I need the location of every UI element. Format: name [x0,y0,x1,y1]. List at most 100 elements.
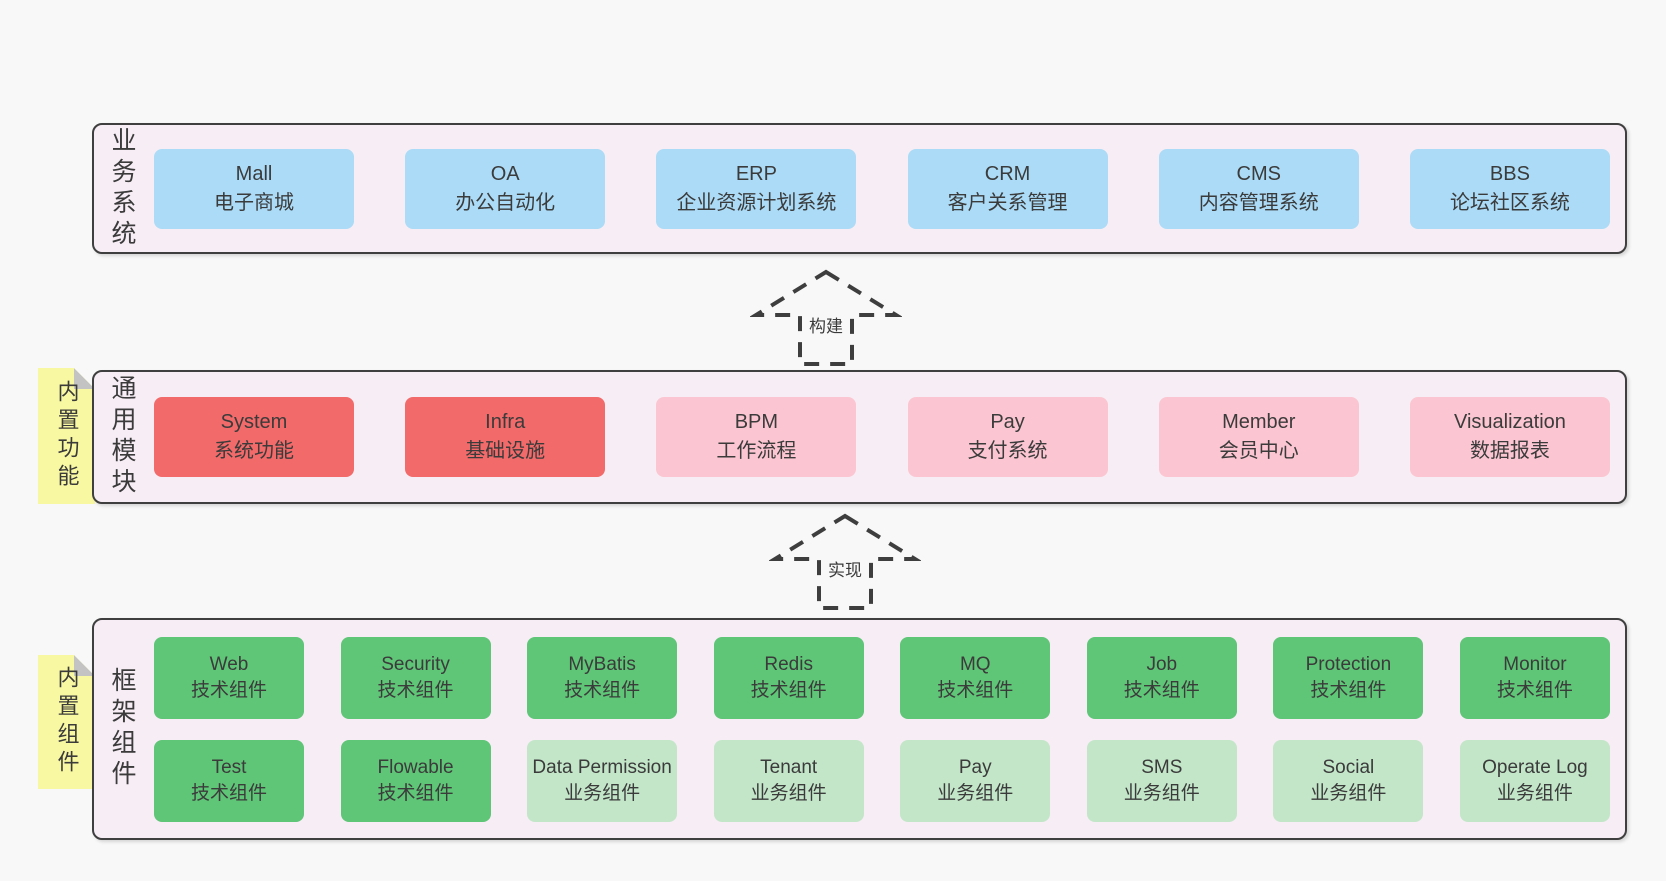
box-job: Job 技术组件 [1086,636,1237,719]
box-subtitle: 业务组件 [1123,782,1200,804]
sticky-note-builtin-features: 内置功能 [38,368,95,504]
box-crm: CRM 客户关系管理 [907,148,1108,229]
box-title: Job [1146,653,1178,675]
box-title: BBS [1489,162,1530,185]
box-title: Pay [958,756,992,778]
box-subtitle: 技术组件 [190,679,267,701]
box-subtitle: 技术组件 [1496,679,1573,701]
sticky-note-label: 内置功能 [54,380,80,492]
box-subtitle: 数据报表 [1469,440,1550,462]
box-title: MyBatis [568,653,636,675]
box-redis: Redis 技术组件 [713,636,864,719]
box-subtitle: 会员中心 [1218,440,1299,462]
box-mall: Mall 电子商城 [154,148,354,229]
panel-framework-components: 框架组件 Web 技术组件 Security 技术组件 MyBatis 技术组件… [92,618,1627,840]
box-subtitle: 业务组件 [750,782,827,804]
arrow-build: 构建 [750,268,902,368]
box-subtitle: 支付系统 [967,440,1048,462]
box-title: CMS [1236,162,1281,185]
box-protection: Protection 技术组件 [1273,636,1424,719]
box-title: Pay [990,411,1025,433]
box-subtitle: 客户关系管理 [947,191,1068,214]
box-visualization: Visualization 数据报表 [1409,397,1610,477]
box-infra: Infra 基础设施 [405,397,606,477]
box-oa: OA 办公自动化 [405,148,606,229]
box-subtitle: 企业资源计划系统 [676,191,837,214]
box-title: Protection [1305,653,1392,675]
dashed-up-arrow-icon [769,513,921,610]
box-title: Data Permission [532,756,672,778]
box-title: Operate Log [1482,756,1588,778]
box-title: Test [211,756,247,778]
box-tenant: Tenant 业务组件 [713,739,864,822]
box-title: SMS [1141,756,1183,778]
box-subtitle: 电子商城 [214,191,294,214]
panel-label: 框架组件 [108,667,136,791]
box-bbs: BBS 论坛社区系统 [1409,148,1610,229]
box-pay-component: Pay 业务组件 [900,739,1051,822]
box-subtitle: 技术组件 [377,782,454,804]
box-subtitle: 系统功能 [214,440,294,462]
box-web: Web 技术组件 [154,636,304,719]
box-subtitle: 业务组件 [1496,782,1573,804]
box-title: BPM [734,411,779,433]
box-title: Monitor [1503,653,1567,675]
framework-row-2: Test 技术组件 Flowable 技术组件 Data Permission … [154,739,1610,822]
box-subtitle: 办公自动化 [455,191,556,214]
box-mq: MQ 技术组件 [900,636,1051,719]
box-title: Tenant [760,756,818,778]
box-subtitle: 基础设施 [465,440,546,462]
arrow-label: 实现 [825,556,865,581]
box-subtitle: 技术组件 [190,782,267,804]
box-title: ERP [735,162,777,185]
box-title: Infra [485,411,526,433]
box-subtitle: 技术组件 [377,679,454,701]
box-operate-log: Operate Log 业务组件 [1459,739,1610,822]
panel-common-modules: 通用模块 System 系统功能 Infra 基础设施 BPM 工作流程 Pay… [92,370,1627,504]
box-title: Social [1322,756,1375,778]
box-title: MQ [959,653,991,675]
box-member: Member 会员中心 [1158,397,1359,477]
box-pay-system: Pay 支付系统 [907,397,1108,477]
box-subtitle: 技术组件 [1123,679,1200,701]
box-subtitle: 业务组件 [937,782,1014,804]
box-subtitle: 内容管理系统 [1198,191,1319,214]
box-system: System 系统功能 [154,397,354,477]
sticky-note-label: 内置组件 [54,666,80,778]
box-subtitle: 工作流程 [716,440,797,462]
box-test: Test 技术组件 [154,739,304,822]
box-title: Flowable [377,756,454,778]
box-title: Visualization [1453,411,1566,433]
box-data-permission: Data Permission 业务组件 [527,739,678,822]
box-subtitle: 论坛社区系统 [1449,191,1570,214]
box-title: Mall [235,162,273,185]
panel-label: 业务系统 [108,126,136,251]
business-systems-row: Mall 电子商城 OA 办公自动化 ERP 企业资源计划系统 CRM 客户关系… [154,148,1610,229]
arrow-implement: 实现 [769,512,921,612]
box-subtitle: 业务组件 [1310,782,1387,804]
box-subtitle: 技术组件 [1310,679,1387,701]
panel-business-systems: 业务系统 Mall 电子商城 OA 办公自动化 ERP 企业资源计划系统 CRM… [92,123,1627,254]
box-sms: SMS 业务组件 [1086,739,1237,822]
panel-label: 通用模块 [108,375,136,499]
dashed-up-arrow-icon [750,269,902,366]
box-subtitle: 业务组件 [564,782,641,804]
box-social: Social 业务组件 [1273,739,1424,822]
box-erp: ERP 企业资源计划系统 [656,148,857,229]
box-flowable: Flowable 技术组件 [340,739,491,822]
common-modules-row: System 系统功能 Infra 基础设施 BPM 工作流程 Pay 支付系统… [154,397,1610,477]
framework-components-rows: Web 技术组件 Security 技术组件 MyBatis 技术组件 Redi… [154,636,1610,822]
box-title: Security [381,653,450,675]
framework-row-1: Web 技术组件 Security 技术组件 MyBatis 技术组件 Redi… [154,636,1610,719]
box-cms: CMS 内容管理系统 [1158,148,1359,229]
arrow-label: 构建 [806,312,846,337]
box-title: Web [209,653,249,675]
box-title: OA [490,162,520,185]
box-monitor: Monitor 技术组件 [1459,636,1610,719]
sticky-note-builtin-components: 内置组件 [38,655,95,789]
box-subtitle: 技术组件 [937,679,1014,701]
box-security: Security 技术组件 [340,636,491,719]
box-title: Redis [764,653,813,675]
box-subtitle: 技术组件 [564,679,641,701]
